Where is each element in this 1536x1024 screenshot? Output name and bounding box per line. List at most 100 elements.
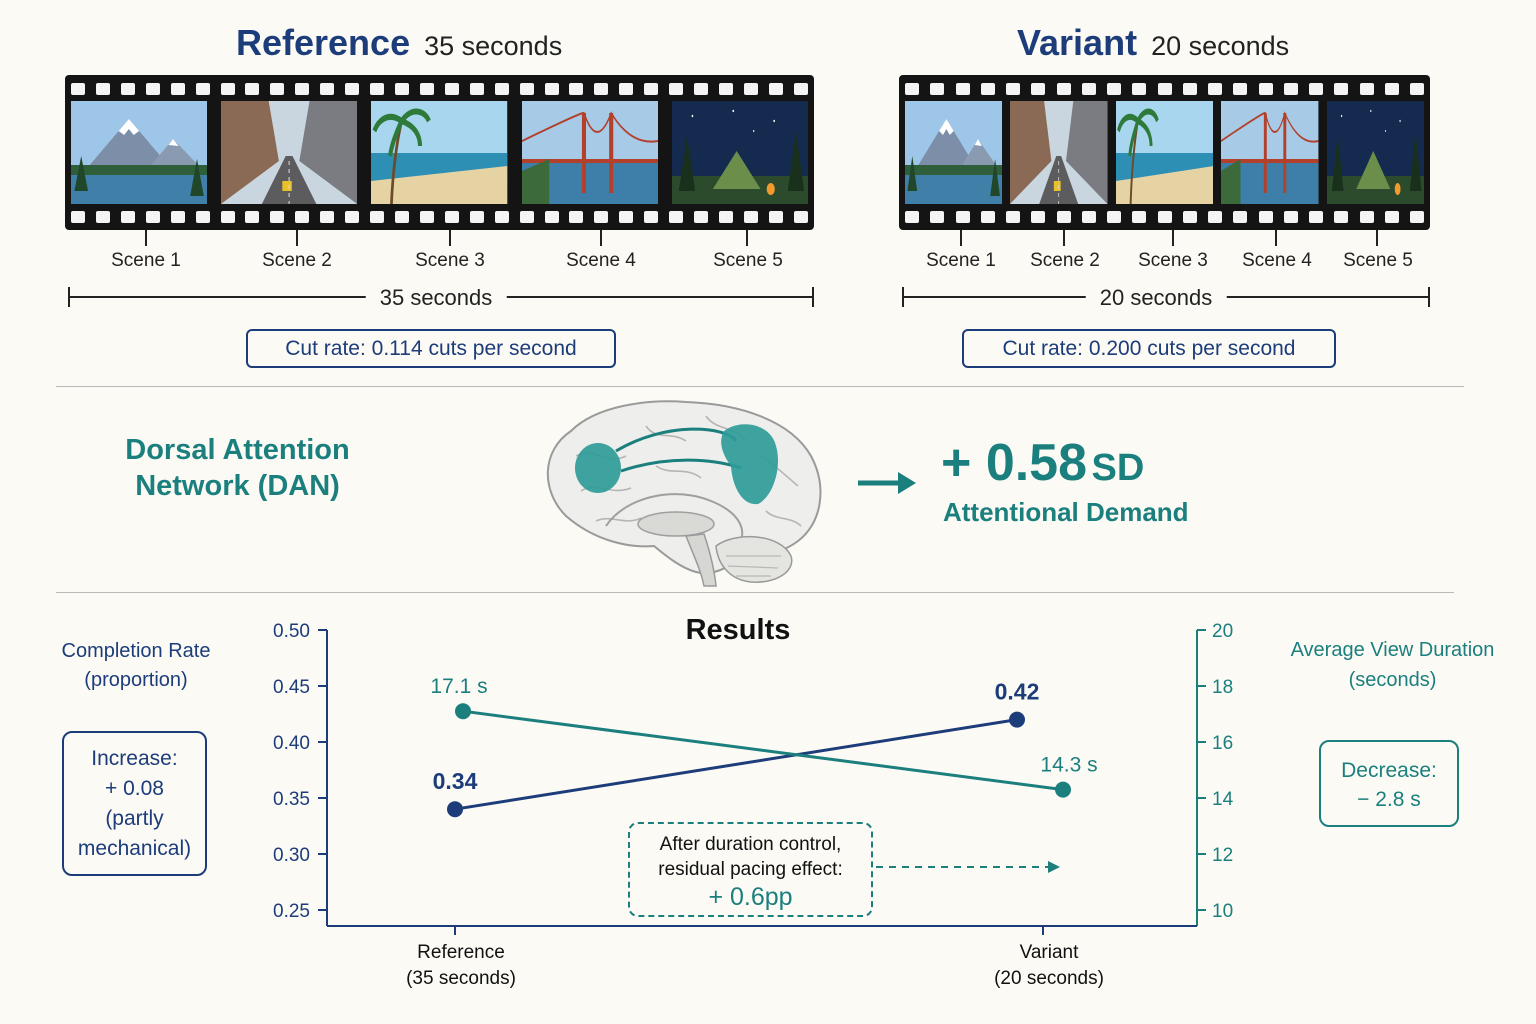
mountain-lake-scene: [905, 101, 1003, 204]
tropical-beach-scene: [371, 101, 508, 204]
decrease-note-line: Decrease:: [1341, 759, 1437, 782]
effect-value: + 0.58: [941, 434, 1088, 492]
completion-rate-line: [454, 718, 1018, 811]
perforation: [718, 211, 733, 223]
right-tick-label: 18: [1212, 677, 1233, 698]
scene-tick: [449, 230, 451, 246]
section-divider: [56, 592, 1454, 593]
scene-label: Scene 4: [1242, 250, 1312, 271]
scene-label: Scene 2: [262, 250, 332, 271]
film-perforations-bottom: [71, 211, 808, 223]
perforation: [793, 211, 808, 223]
perforation: [519, 83, 534, 95]
perforation: [444, 83, 459, 95]
perforation: [1031, 83, 1046, 95]
perforation: [930, 83, 945, 95]
city-street-scene: [1010, 101, 1108, 204]
scene-label: Scene 1: [926, 250, 996, 271]
perforation: [444, 211, 459, 223]
control-note-line: residual pacing effect:: [658, 859, 843, 880]
scene-label: Scene 5: [713, 250, 783, 271]
perforation: [1208, 211, 1222, 223]
perforation: [345, 83, 360, 95]
effect-size: + 0.58 SD: [941, 433, 1144, 493]
left-tick-label: 0.40: [273, 733, 310, 754]
duration-cap: [1428, 287, 1430, 307]
perforation: [594, 83, 609, 95]
perforation: [955, 211, 970, 223]
perforation: [955, 83, 970, 95]
perforation: [469, 83, 484, 95]
scene-tick: [746, 230, 748, 246]
chart-title: Results: [686, 614, 791, 646]
perforation: [320, 211, 335, 223]
perforation: [494, 211, 509, 223]
control-note-value: + 0.6pp: [708, 883, 793, 911]
x-tick-sublabel: (35 seconds): [406, 968, 516, 989]
night-campsite-scene: [1326, 101, 1425, 204]
completion-rate-point: [447, 801, 463, 818]
scene-tick: [296, 230, 298, 246]
perforation: [743, 211, 758, 223]
perforation: [345, 211, 360, 223]
results-chart: Results 0.500.450.400.350.300.2520181614…: [273, 614, 1234, 989]
perforation: [544, 83, 559, 95]
completion-rate-value-label: 0.34: [433, 768, 478, 794]
perforation: [145, 83, 160, 95]
network-name-line1: Dorsal Attention: [125, 434, 350, 466]
perforation: [419, 211, 434, 223]
golden-gate-bridge-scene: [521, 101, 658, 204]
increase-note-line: (partly: [105, 807, 164, 830]
perforation: [394, 211, 409, 223]
view-duration-value-label: 14.3 s: [1040, 754, 1097, 777]
left-axis-title-line1: Completion Rate: [61, 640, 211, 662]
left-tick-label: 0.45: [273, 677, 310, 698]
perforation: [1132, 211, 1147, 223]
perforation: [295, 83, 310, 95]
view-duration-point: [455, 703, 471, 720]
perforation: [469, 211, 484, 223]
effect-unit: SD: [1091, 447, 1145, 489]
perforation: [569, 211, 584, 223]
perforation: [1107, 83, 1121, 95]
increase-note: Increase: + 0.08 (partly mechanical): [62, 731, 207, 876]
left-tick-label: 0.35: [273, 789, 310, 810]
perforation: [669, 211, 684, 223]
perforation: [980, 83, 995, 95]
duration-cap: [812, 287, 814, 307]
perforation: [718, 83, 733, 95]
perforation: [1233, 211, 1248, 223]
variant-title-main: Variant: [1017, 22, 1138, 63]
perforation: [195, 83, 210, 95]
increase-note-line: Increase:: [91, 747, 178, 770]
perforation: [195, 211, 210, 223]
network-name: Dorsal Attention Network (DAN): [100, 432, 375, 504]
perforation: [743, 83, 758, 95]
scene-tick: [600, 230, 602, 246]
film-perforations-bottom: [905, 211, 1424, 223]
golden-gate-bridge-scene: [1221, 101, 1319, 204]
scene-label: Scene 4: [566, 250, 636, 271]
perforation: [145, 211, 160, 223]
perforation: [1157, 211, 1172, 223]
film-perforations-top: [905, 83, 1424, 95]
right-tick-label: 12: [1212, 845, 1233, 866]
right-tick-label: 10: [1212, 901, 1233, 922]
right-axis-title-line2: (seconds): [1348, 669, 1437, 691]
perforation: [1283, 211, 1298, 223]
perforation: [1006, 211, 1020, 223]
perforation: [1309, 83, 1323, 95]
mountain-lake-scene: [71, 101, 208, 204]
view-duration-line: [462, 709, 1064, 792]
completion-rate-value-label: 0.42: [995, 679, 1040, 705]
decrease-note-line: − 2.8 s: [1357, 788, 1421, 811]
perforation: [1384, 211, 1399, 223]
dashed-arrow-icon: [876, 861, 1060, 873]
perforation: [270, 211, 285, 223]
perforation: [905, 211, 919, 223]
left-tick-label: 0.25: [273, 901, 310, 922]
scene-tick: [960, 230, 962, 246]
perforation: [245, 211, 260, 223]
perforation: [245, 83, 260, 95]
scene-tick: [145, 230, 147, 246]
